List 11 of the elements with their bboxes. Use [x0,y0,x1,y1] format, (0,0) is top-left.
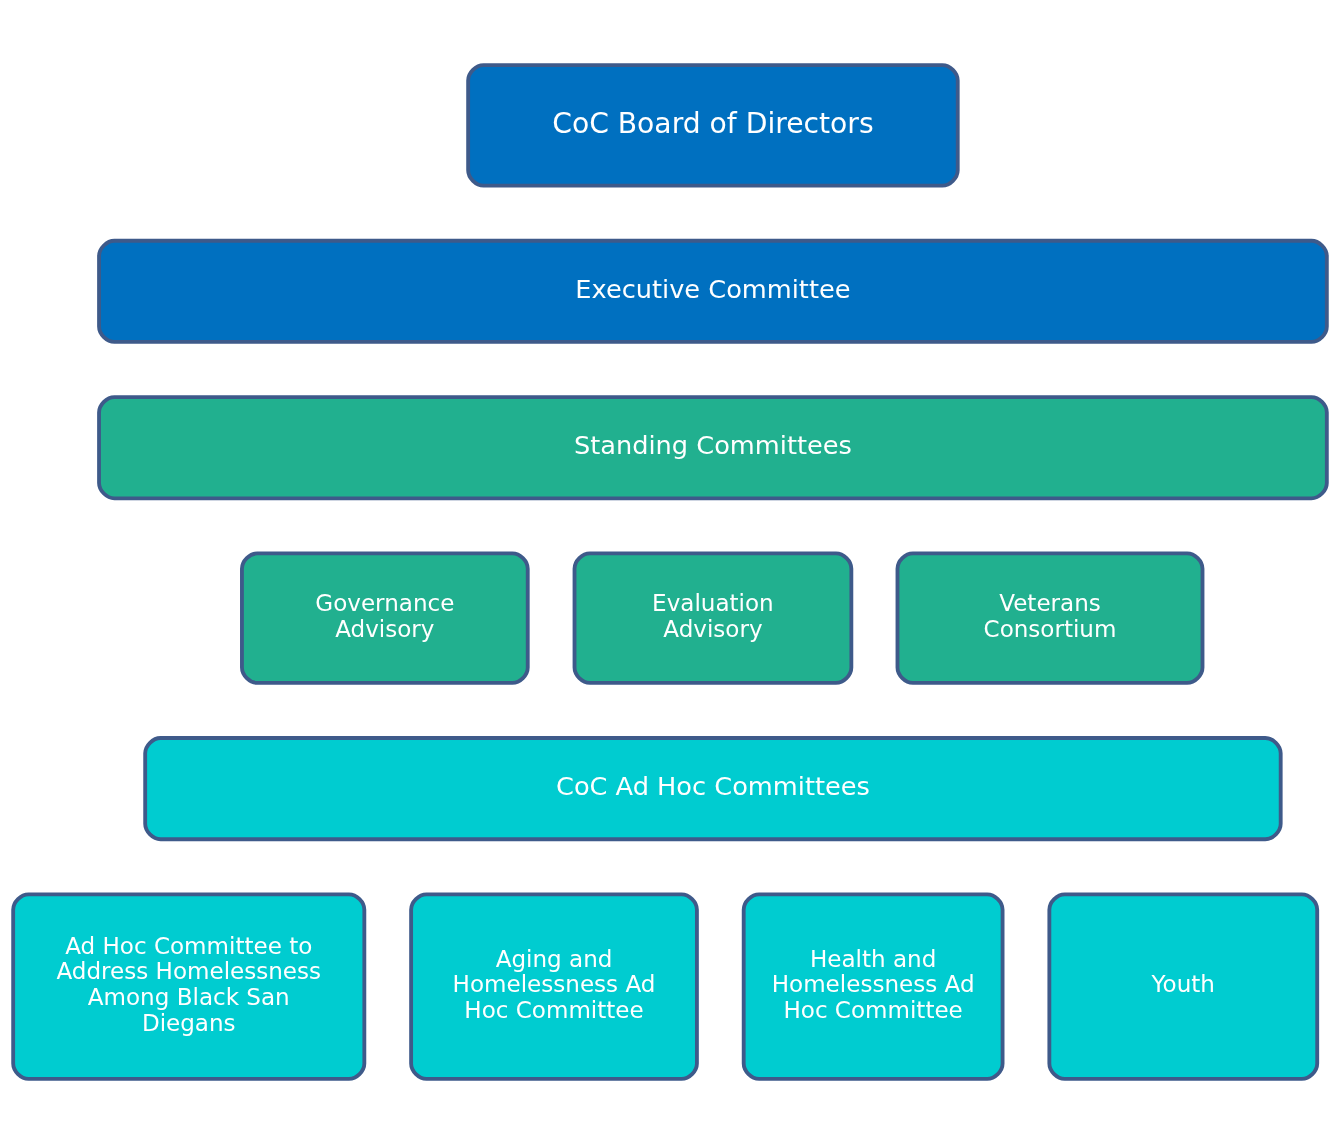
node-box: Veterans Consortium [895,551,1205,685]
node-box: Health and Homelessness Ad Hoc Committee [741,891,1005,1081]
node-box: Evaluation Advisory [572,551,854,685]
node-box: Executive Committee [97,238,1329,344]
node-box: Ad Hoc Committee to Address Homelessness Among Black San Diegans [11,891,367,1081]
node-box: Aging and Homelessness Ad Hoc Committee [409,891,699,1081]
node-box: CoC Ad Hoc Committees [143,735,1283,841]
node-box: Youth [1047,891,1320,1081]
node-box: Standing Committees [97,394,1329,500]
node-box: Governance Advisory [240,551,530,685]
node-box: CoC Board of Directors [466,62,960,187]
